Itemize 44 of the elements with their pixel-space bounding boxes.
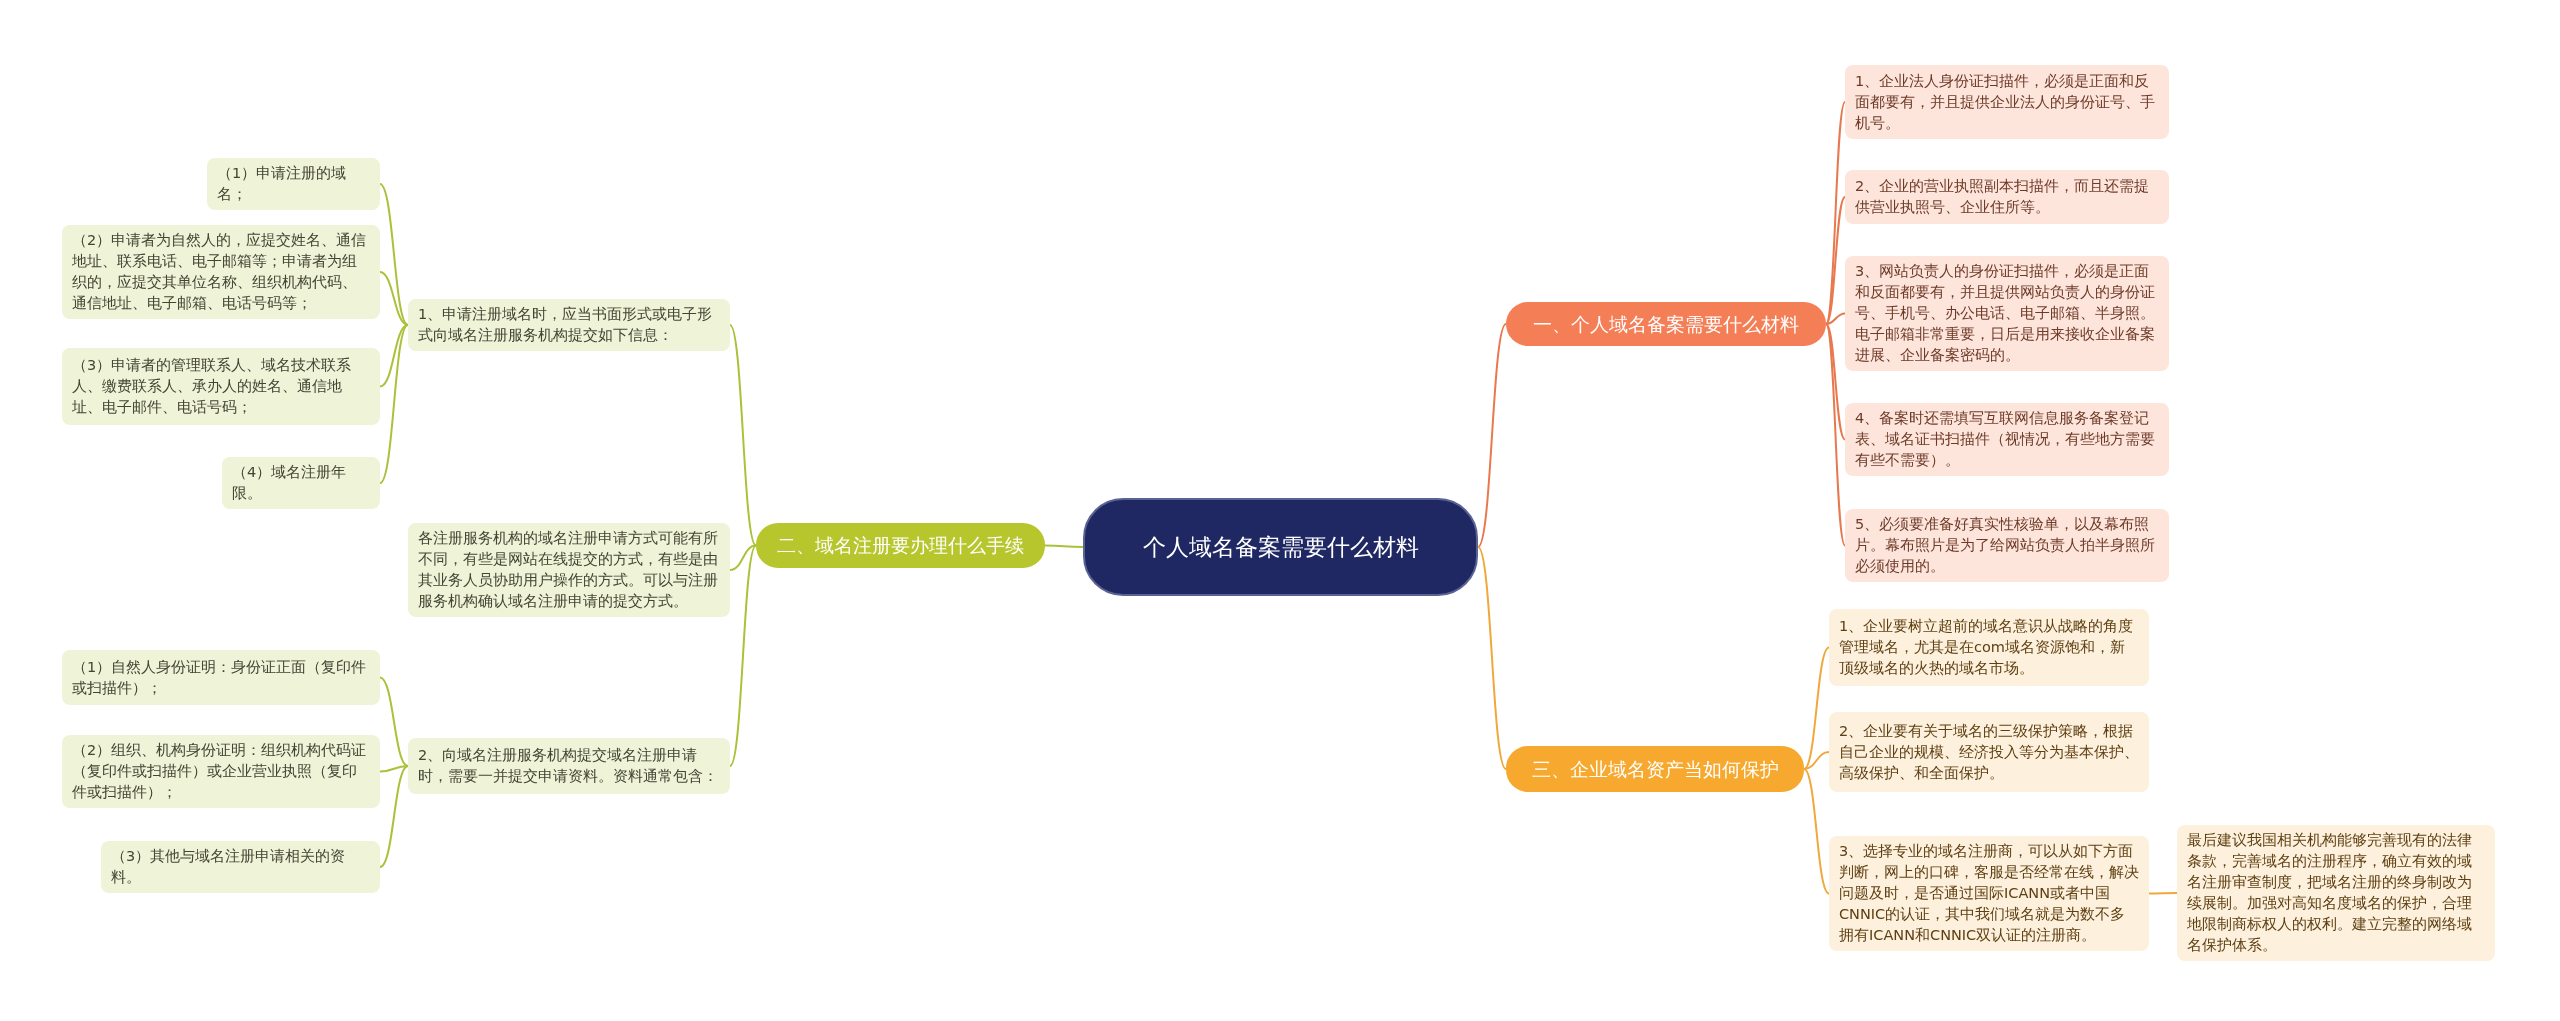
connector-line <box>1803 768 1830 895</box>
subtopic-box: 4、备案时还需填写互联网信息服务备案登记表、域名证书扫描件（视情况，有些地方需要有些不需要）。 <box>1845 403 2169 476</box>
connector-line <box>1825 312 1846 325</box>
subtopic-box: （1）自然人身份证明：身份证正面（复印件或扫描件）； <box>62 650 380 705</box>
connector-line <box>1825 323 1846 547</box>
subtopic-box: 2、向域名注册服务机构提交域名注册申请时，需要一并提交申请资料。资料通常包含： <box>408 738 730 794</box>
subtopic-box: （2）申请者为自然人的，应提交姓名、通信地址、联系电话、电子邮箱等；申请者为组织的，应提交其单位名称、组织机构代码、通信地址、电子邮箱、电话号码等； <box>62 225 380 319</box>
connector-line <box>1477 546 1507 770</box>
subtopic-box: 3、网站负责人的身份证扫描件，必须是正面和反面都要有，并且提供网站负责人的身份证号、手机号、办公电话、电子邮箱、半身照。电子邮箱非常重要，日后是用来接收企业备案进展、企业备案密码的。 <box>1845 256 2169 371</box>
subtopic-box: （4）域名注册年限。 <box>222 457 380 509</box>
subtopic-box: 3、选择专业的域名注册商，可以从如下方面判断，网上的口碑，客服是否经常在线，解决问题及时，是否通过国际ICANN或者中国CNNIC的认证，其中我们域名就是为数不多拥有ICANN和CNNIC双认证的注册商。 <box>1829 836 2149 951</box>
subtopic-box: （1）申请注册的域名； <box>207 158 380 210</box>
connector-line <box>1825 323 1846 441</box>
subtopic-box: （3）其他与域名注册申请相关的资料。 <box>101 841 380 893</box>
subtopic-box: （2）组织、机构身份证明：组织机构代码证（复印件或扫描件）或企业营业执照（复印件或扫描件）； <box>62 735 380 808</box>
subtopic-box: 最后建议我国相关机构能够完善现有的法律条款，完善域名的注册程序，确立有效的域名注册审查制度，把域名注册的终身制改为续展制。加强对高知名度域名的保护，合理地限制商标权人的权利。建立完整的网络域名保护体系。 <box>2177 825 2495 961</box>
connector-line <box>379 765 409 868</box>
connector-line <box>379 324 409 484</box>
subtopic-box: 1、申请注册域名时，应当书面形式或电子形式向域名注册服务机构提交如下信息： <box>408 299 730 351</box>
connector-line <box>379 183 409 326</box>
connector-line <box>379 765 409 773</box>
connector-line <box>1477 323 1507 548</box>
central-topic: 个人域名备案需要什么材料 <box>1083 498 1478 596</box>
subtopic-box: （3）申请者的管理联系人、域名技术联系人、缴费联系人、承办人的姓名、通信地址、电子邮件、电话号码； <box>62 348 380 425</box>
subtopic-box: 2、企业的营业执照副本扫描件，而且还需提供营业执照号、企业住所等。 <box>1845 170 2169 224</box>
subtopic-box: 1、企业法人身份证扫描件，必须是正面和反面都要有，并且提供企业法人的身份证号、手机号。 <box>1845 65 2169 139</box>
connector-line <box>379 676 409 767</box>
subtopic-box: 5、必须要准备好真实性核验单，以及幕布照片。幕布照片是为了给网站负责人拍半身照所必须使用的。 <box>1845 509 2169 582</box>
branch-topic: 二、域名注册要办理什么手续 <box>756 523 1045 568</box>
connector-line <box>1825 196 1846 325</box>
subtopic-box: 1、企业要树立超前的域名意识从战略的角度管理域名，尤其是在com域名资源饱和，新顶级域名的火热的域名市场。 <box>1829 609 2149 686</box>
connector-line <box>379 324 409 388</box>
connector-line <box>729 324 757 547</box>
subtopic-box: 各注册服务机构的域名注册申请方式可能有所不同，有些是网站在线提交的方式，有些是由其业务人员协助用户操作的方式。可以与注册服务机构确认域名注册申请的提交方式。 <box>408 523 730 617</box>
connector-line <box>379 271 409 326</box>
branch-topic: 一、个人域名备案需要什么材料 <box>1506 302 1826 346</box>
connector-line <box>1044 544 1084 548</box>
connector-line <box>729 544 757 767</box>
connector-line <box>2148 892 2178 895</box>
subtopic-box: 2、企业要有关于域名的三级保护策略，根据自己企业的规模、经济投入等分为基本保护、高级保护、和全面保护。 <box>1829 712 2149 792</box>
connector-line <box>1803 646 1830 770</box>
connector-line <box>1803 751 1830 770</box>
connector-line <box>729 544 757 571</box>
branch-topic: 三、企业域名资产当如何保护 <box>1506 746 1804 792</box>
